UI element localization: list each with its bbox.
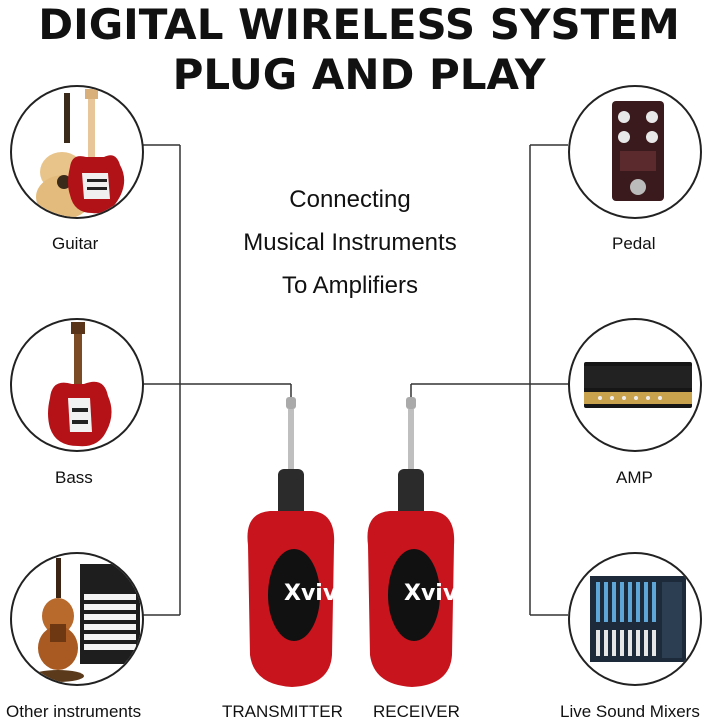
pedal-image <box>568 85 702 219</box>
bass-image <box>10 318 144 452</box>
other-instruments-image <box>10 552 144 686</box>
mixer-image <box>568 552 702 686</box>
transmitter-label: TRANSMITTER <box>222 702 343 721</box>
center-caption-line-3: To Amplifiers <box>281 272 419 299</box>
receiver-label: RECEIVER <box>373 702 460 721</box>
center-caption-line-2: Musical Instruments <box>243 229 457 256</box>
amp-image <box>568 318 702 452</box>
guitar-label: Guitar <box>52 234 99 253</box>
center-caption: Connecting Musical Instruments To Amplif… <box>200 178 500 307</box>
mixer-label: Live Sound Mixers <box>560 702 700 721</box>
headline-line-1: DIGITAL WIRELESS SYSTEM <box>38 0 680 49</box>
wireless-devices: Xvive Xvive <box>247 397 472 687</box>
receiver-logo: Xvive <box>404 581 472 606</box>
headline-line-2: PLUG AND PLAY <box>172 50 546 99</box>
transmitter-device: Xvive <box>247 397 352 687</box>
other-instruments-label: Other instruments <box>6 702 142 721</box>
center-caption-line-1: Connecting <box>289 186 411 213</box>
receiver-device: Xvive <box>367 397 472 687</box>
guitar-image <box>10 85 144 219</box>
amp-label: AMP <box>616 468 653 487</box>
bass-label: Bass <box>55 468 93 487</box>
transmitter-logo: Xvive <box>284 581 352 606</box>
pedal-label: Pedal <box>612 234 656 253</box>
